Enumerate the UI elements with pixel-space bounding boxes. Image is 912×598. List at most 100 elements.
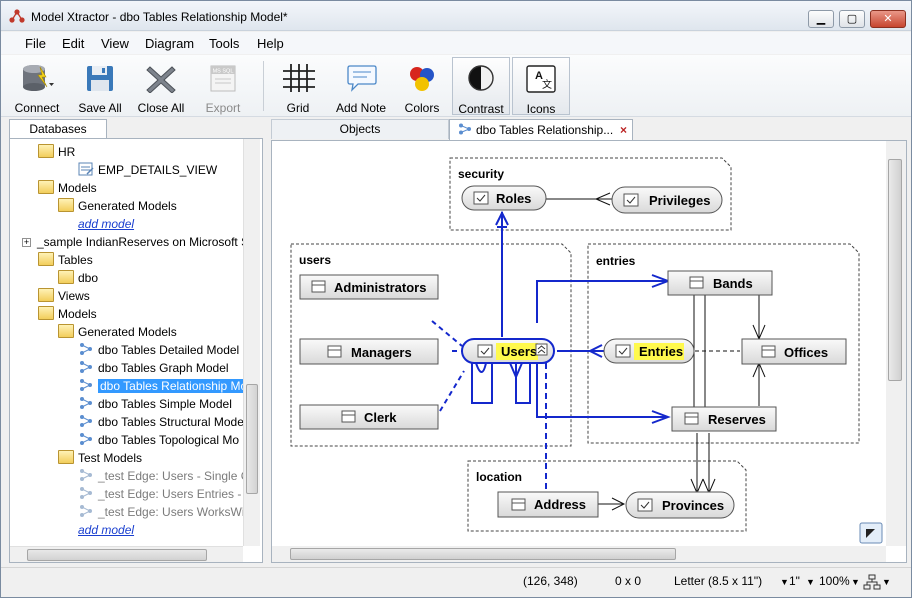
entity-privileges[interactable]: Privileges	[611, 186, 723, 214]
tab-relationship-model[interactable]: dbo Tables Relationship... ×	[449, 119, 633, 141]
tree-item-hr[interactable]: HR	[38, 143, 75, 161]
entity-administrators[interactable]: Administrators	[299, 274, 439, 300]
diagram-canvas[interactable]: security users entries location	[271, 140, 907, 563]
layout-tree-icon[interactable]	[863, 574, 881, 590]
status-paper-size[interactable]: Letter (8.5 x 11")	[674, 574, 763, 588]
folder-icon	[58, 198, 74, 212]
group-users-box[interactable]	[290, 243, 572, 447]
menu-help[interactable]: Help	[257, 36, 284, 51]
model-icon	[80, 343, 92, 355]
tree-item-generated-models-2[interactable]: Generated Models	[58, 323, 177, 341]
title-bar: Model Xtractor - dbo Tables Relationship…	[1, 1, 911, 31]
tree-item-generated-models[interactable]: Generated Models	[58, 197, 177, 215]
menu-tools[interactable]: Tools	[209, 36, 240, 51]
group-users-label: users	[299, 253, 331, 267]
status-grid-size[interactable]: 1"	[789, 574, 800, 588]
close-all-label: Close All	[137, 101, 185, 115]
tree-item-views[interactable]: Views	[38, 287, 90, 305]
contrast-icon	[468, 65, 494, 91]
tree-vertical-scroll-thumb[interactable]	[246, 384, 258, 494]
tree-item-structural-model[interactable]: dbo Tables Structural Mode	[78, 413, 244, 431]
tree-item-models-2[interactable]: Models	[38, 305, 97, 323]
menu-file[interactable]: File	[25, 36, 46, 51]
grid-dropdown-icon[interactable]: ▼	[806, 577, 815, 587]
entity-managers[interactable]: Managers	[299, 338, 439, 365]
folder-icon	[58, 450, 74, 464]
grid-button[interactable]: Grid	[275, 57, 321, 115]
menu-edit[interactable]: Edit	[62, 36, 85, 51]
status-zoom[interactable]: 100%	[819, 574, 850, 588]
entity-users[interactable]: Users	[461, 338, 555, 364]
add-note-label: Add Note	[335, 101, 387, 115]
tree-item-test-workswith[interactable]: _test Edge: Users WorksWith	[78, 503, 255, 521]
minimize-button[interactable]: ▁	[808, 10, 834, 28]
tree-item-test-single[interactable]: _test Edge: Users - Single Cl	[78, 467, 252, 485]
canvas-horizontal-scroll-thumb[interactable]	[290, 548, 676, 560]
menu-view[interactable]: View	[101, 36, 129, 51]
tree-item-topological-model[interactable]: dbo Tables Topological Mo	[78, 431, 239, 449]
layout-dropdown-icon[interactable]: ▼	[882, 577, 891, 587]
tree-item-detailed-model[interactable]: dbo Tables Detailed Model	[78, 341, 239, 359]
entity-offices[interactable]: Offices	[741, 338, 847, 365]
tree-item-simple-model[interactable]: dbo Tables Simple Model	[78, 395, 232, 413]
paper-dropdown-icon[interactable]: ▼	[780, 577, 789, 587]
tree-item-test-entries[interactable]: _test Edge: Users Entries - T	[78, 485, 252, 503]
close-button[interactable]: ✕	[870, 10, 906, 28]
group-location-box[interactable]	[467, 460, 747, 532]
maximize-button[interactable]: ▢	[839, 10, 865, 28]
entity-clerk[interactable]: Clerk	[299, 404, 439, 430]
entity-entries-label: Entries	[639, 344, 683, 359]
tree-item-test-models[interactable]: Test Models	[58, 449, 142, 467]
tab-objects[interactable]: Objects	[271, 119, 449, 139]
canvas-vertical-scroll-thumb[interactable]	[888, 159, 902, 381]
entity-address[interactable]: Address	[497, 491, 599, 518]
zoom-dropdown-icon[interactable]: ▼	[851, 577, 860, 587]
tree-item-relationship-model[interactable]: dbo Tables Relationship Mo	[78, 377, 250, 395]
canvas-vertical-scrollbar[interactable]	[886, 141, 906, 546]
view-icon	[78, 162, 94, 176]
tree-horizontal-scroll-thumb[interactable]	[27, 549, 207, 561]
tree-item-add-model[interactable]: add model	[78, 217, 135, 231]
entity-offices-label: Offices	[784, 345, 828, 360]
tab-close-icon[interactable]: ×	[619, 123, 627, 137]
add-note-button[interactable]: Add Note	[331, 57, 391, 115]
relationship-diagram[interactable]: security users entries location	[272, 141, 887, 546]
tree-item-sample-indianreserves[interactable]: +_sample IndianReserves on Microsoft S	[22, 235, 250, 249]
colors-button[interactable]: Colors	[399, 57, 445, 115]
connect-button[interactable]: Connect	[7, 57, 67, 115]
window-title: Model Xtractor - dbo Tables Relationship…	[31, 10, 288, 24]
palette-icon	[410, 67, 434, 91]
save-all-button[interactable]: Save All	[73, 57, 127, 115]
entity-reserves[interactable]: Reserves	[671, 406, 777, 432]
tab-databases[interactable]: Databases	[9, 119, 107, 139]
entity-entries[interactable]: Entries	[603, 338, 695, 364]
contrast-button[interactable]: Contrast	[452, 57, 510, 116]
corner-button[interactable]	[859, 522, 883, 544]
tree-item-models[interactable]: Models	[38, 179, 97, 197]
icons-button[interactable]: A 文 Icons	[512, 57, 570, 116]
entity-managers-label: Managers	[351, 345, 412, 360]
model-icon	[80, 505, 92, 517]
status-coordinates: (126, 348)	[523, 574, 578, 588]
menu-diagram[interactable]: Diagram	[145, 36, 195, 51]
entity-provinces[interactable]: Provinces	[625, 491, 735, 519]
tree-item-dbo[interactable]: dbo	[58, 269, 98, 287]
database-icon	[23, 65, 54, 91]
export-button[interactable]: MS SQL Export	[195, 57, 251, 115]
tree-item-add-model-2[interactable]: add model	[78, 523, 135, 537]
icons-icon: A 文	[526, 65, 556, 93]
canvas-horizontal-scrollbar[interactable]	[272, 546, 886, 562]
tree-item-tables[interactable]: Tables	[38, 251, 93, 269]
tree-item-emp-details-view[interactable]: EMP_DETAILS_VIEW	[78, 161, 217, 179]
model-icon	[80, 379, 92, 391]
entity-roles[interactable]: Roles	[461, 185, 547, 211]
save-all-label: Save All	[78, 101, 122, 115]
close-all-button[interactable]: Close All	[133, 57, 189, 115]
menu-bar: File Edit View Diagram Tools Help	[1, 32, 911, 54]
expand-icon[interactable]: +	[22, 237, 31, 247]
tree-item-graph-model[interactable]: dbo Tables Graph Model	[78, 359, 229, 377]
export-label: Export	[205, 101, 241, 115]
entity-bands[interactable]: Bands	[667, 270, 773, 296]
tab-relationship-model-label: dbo Tables Relationship...	[476, 123, 614, 137]
group-security-box[interactable]	[449, 157, 732, 231]
